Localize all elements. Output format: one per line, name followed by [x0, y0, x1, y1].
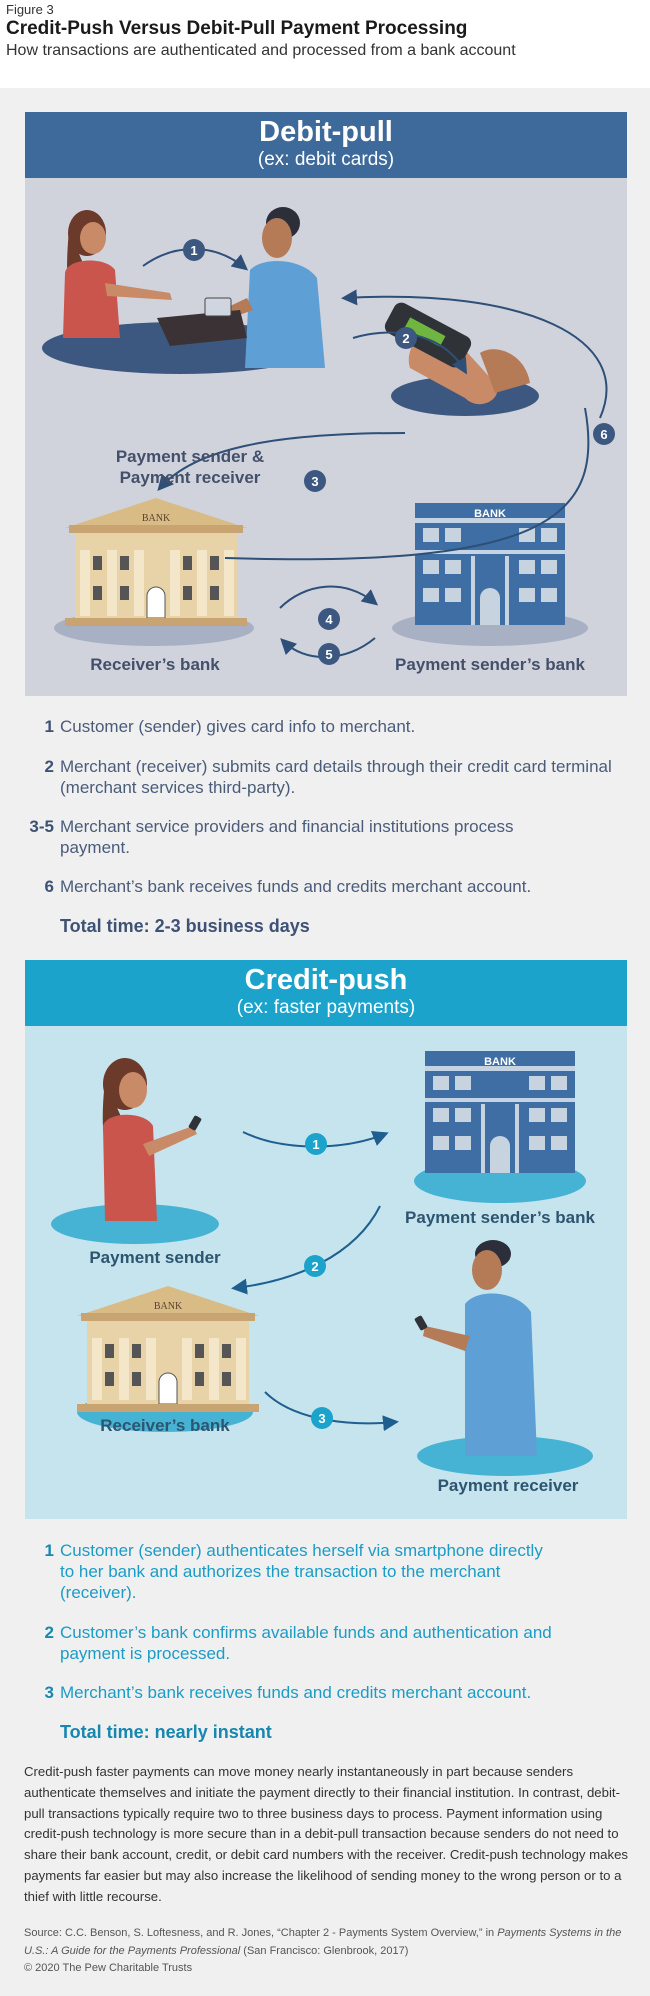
debit-step-6-num: 6: [44, 877, 54, 896]
source-suffix: (San Francisco: Glenbrook, 2017): [240, 1945, 409, 1957]
step-marker-1-label: 1: [190, 243, 197, 258]
senders-bank-sign: BANK: [474, 508, 506, 520]
debit-pull-illustration: BANK BANK: [42, 207, 615, 665]
woman-sender-icon: [63, 210, 172, 338]
debit-pull-title: Debit-pull: [259, 116, 393, 148]
credit-push-panel: Credit-push (ex: faster payments): [25, 960, 627, 1519]
credit-step-marker-1-label: 1: [312, 1137, 319, 1152]
label-senders-bank: Payment sender’s bank: [395, 655, 585, 674]
debit-pull-header: Debit-pull (ex: debit cards): [25, 112, 627, 178]
step-marker-4: [318, 608, 340, 630]
credit-step-3-text: Merchant’s bank receives funds and credi…: [60, 1683, 532, 1702]
arrow-3: [157, 432, 406, 492]
step-marker-5-label: 5: [325, 647, 332, 662]
credit-step-1-text: Customer (sender) authenticates herself …: [60, 1541, 543, 1602]
debit-step-2-num: 2: [44, 757, 54, 776]
credit-total-time: Total time: nearly instant: [60, 1722, 272, 1742]
step-marker-1: [183, 239, 205, 261]
receivers-bank-icon: [65, 498, 247, 626]
senders-bank-sign: BANK: [484, 1056, 516, 1068]
credit-step-marker-3-label: 3: [318, 1411, 325, 1426]
counter: [157, 310, 247, 346]
credit-push-subtitle: (ex: faster payments): [236, 997, 416, 1018]
debit-step-6-text: Merchant’s bank receives funds and credi…: [60, 877, 532, 896]
source-title: Payments Systems in the U.S.: A Guide fo…: [24, 1927, 622, 1957]
credit-step-marker-2: [304, 1255, 326, 1277]
step-marker-3: [304, 470, 326, 492]
debit-pull-diagram: BANK BANK: [25, 178, 627, 696]
debit-step-3-5-num: 3-5: [29, 817, 54, 836]
man-receiver-icon: [414, 1240, 537, 1456]
figure-subtitle: How transactions are authenticated and p…: [6, 42, 516, 59]
step-marker-4-label: 4: [325, 612, 333, 627]
credit-step-2-text: Customer’s bank confirms available funds…: [60, 1623, 552, 1663]
figure-title: Credit-Push Versus Debit-Pull Payment Pr…: [6, 18, 468, 39]
credit-step-2-num: 2: [44, 1623, 54, 1642]
credit-step-1-num: 1: [44, 1541, 54, 1560]
arrow-2: [231, 1205, 381, 1295]
credit-push-header: Credit-push (ex: faster payments): [25, 960, 627, 1026]
credit-step-marker-2-label: 2: [311, 1259, 318, 1274]
sender-floor: [51, 1204, 219, 1244]
copyright-notice: © 2020 The Pew Charitable Trusts: [24, 1962, 193, 1974]
credit-push-title: Credit-push: [244, 964, 408, 996]
card-reader-icon: [204, 297, 232, 317]
label-receivers-bank: Receiver’s bank: [90, 655, 220, 674]
debit-step-2-text: Merchant (receiver) submits card details…: [60, 757, 612, 797]
receivers-bank-sign: BANK: [142, 513, 171, 524]
senders-bank-icon: [425, 1051, 575, 1173]
debit-step-3-5-text: Merchant service providers and financial…: [60, 817, 514, 857]
source-prefix: Source: C.C. Benson, S. Loftesness, and …: [24, 1927, 498, 1939]
debit-step-1-text: Customer (sender) gives card info to mer…: [60, 717, 416, 736]
debit-pull-subtitle: (ex: debit cards): [257, 149, 395, 170]
step-marker-3-label: 3: [311, 474, 318, 489]
label-senders-bank: Payment sender’s bank: [405, 1208, 595, 1227]
woman-sender-icon: [102, 1058, 202, 1221]
credit-step-marker-1: [305, 1133, 327, 1155]
explanatory-paragraph: Credit-push faster payments can move mon…: [24, 1764, 628, 1904]
step-marker-5: [318, 643, 340, 665]
arrow-6: [341, 289, 608, 419]
senders-bank-icon: [415, 503, 565, 625]
receivers-bank-sign: BANK: [154, 1301, 183, 1312]
label-sender-receiver: Payment sender & Payment receiver: [115, 447, 265, 487]
credit-step-marker-3: [311, 1407, 333, 1429]
step-marker-6: [593, 423, 615, 445]
step-marker-2: [395, 327, 417, 349]
source-note: Source: C.C. Benson, S. Loftesness, and …: [24, 1924, 624, 1960]
step-marker-2-label: 2: [402, 331, 409, 346]
arrow-4: [279, 585, 379, 609]
arrow-6-lower: [224, 407, 590, 561]
credit-step-3-num: 3: [44, 1683, 54, 1702]
credit-push-diagram: BANK: [25, 1026, 627, 1519]
label-payment-receiver: Payment receiver: [437, 1476, 579, 1495]
debit-pull-panel: Debit-pull (ex: debit cards): [25, 112, 627, 696]
figure-label: Figure 3: [6, 2, 54, 17]
credit-push-illustration: BANK: [51, 1051, 593, 1476]
debit-total-time: Total time: 2-3 business days: [60, 916, 310, 936]
step-marker-6-label: 6: [600, 427, 607, 442]
debit-step-1-num: 1: [44, 717, 54, 736]
label-payment-sender: Payment sender: [89, 1248, 221, 1267]
label-receivers-bank: Receiver’s bank: [100, 1416, 230, 1435]
receivers-bank-icon: [77, 1286, 259, 1412]
figure-header: Figure 3 Credit-Push Versus Debit-Pull P…: [0, 0, 650, 88]
